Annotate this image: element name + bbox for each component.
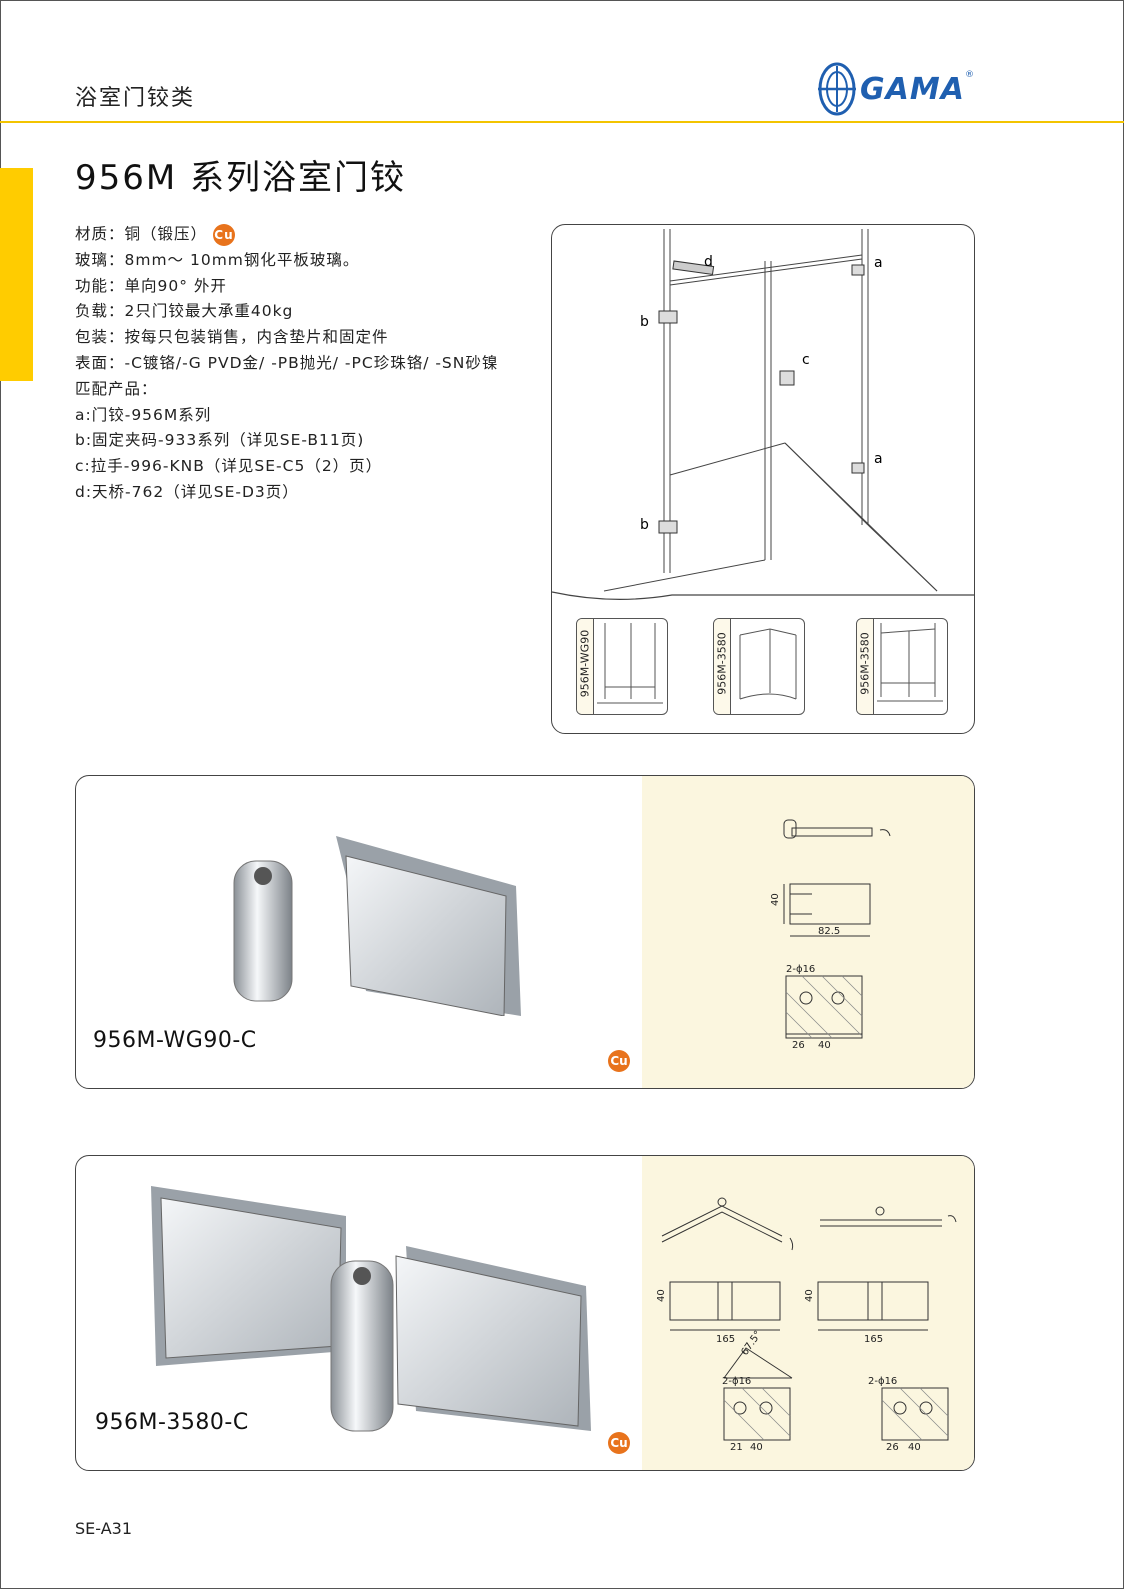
label-a1: a: [874, 255, 883, 271]
spec-match-a: a:门铰-956M系列: [75, 405, 212, 424]
svg-text:2-ϕ16: 2-ϕ16: [868, 1376, 897, 1387]
registered-mark: ®: [965, 70, 974, 80]
svg-text:2-ϕ16: 2-ϕ16: [722, 1376, 751, 1387]
brand-name: GAMA: [860, 72, 965, 107]
model-name-wg90: 956M-WG90-C: [93, 1028, 257, 1053]
svg-text:40: 40: [908, 1442, 921, 1453]
svg-text:40: 40: [656, 1289, 667, 1302]
spec-match-c: c:拉手-996-KNB（详见SE-C5（2）页）: [75, 457, 383, 476]
spec-function: 功能：单向90° 外开: [75, 276, 227, 295]
label-c: c: [802, 352, 810, 368]
hinge-wg90-image: [233, 836, 521, 1016]
header-rule: [0, 121, 1124, 123]
spec-load: 负载：2只门铰最大承重40kg: [75, 302, 294, 321]
spec-match-b: b:固定夹码-933系列（详见SE-B11页): [75, 431, 365, 450]
spec-glass: 玻璃：8mm～ 10mm钢化平板玻璃。: [75, 250, 360, 269]
svg-text:40: 40: [804, 1289, 815, 1302]
svg-text:40: 40: [750, 1442, 763, 1453]
svg-text:26: 26: [792, 1040, 805, 1051]
cu-badge-3580: Cu: [608, 1432, 630, 1454]
dimension-drawing-wg90: 40 82.5 2-ϕ16 26 40: [770, 819, 891, 1051]
svg-text:165: 165: [864, 1334, 883, 1345]
label-d: d: [704, 254, 713, 270]
page-title: 956M 系列浴室门铰: [75, 158, 407, 198]
svg-text:21: 21: [730, 1442, 743, 1453]
label-b1: b: [640, 314, 649, 330]
spec-list: 材质：铜（锻压） Cu 玻璃：8mm～ 10mm钢化平板玻璃。 功能：单向90°…: [75, 222, 498, 506]
svg-text:67.5°: 67.5°: [739, 1329, 764, 1358]
spec-packing: 包装：按每只包装销售，内含垫片和固定件: [75, 328, 389, 347]
svg-text:40: 40: [818, 1040, 831, 1051]
shower-scene-drawing: d a a b b c: [552, 229, 974, 600]
spec-matching-title: 匹配产品：: [75, 379, 158, 398]
product-panel-3580: 956M-3580-C Cu 40 165 40 165 67.5° 2-ϕ16…: [75, 1155, 975, 1471]
page-code: SE-A31: [75, 1519, 132, 1538]
spec-material: 材质：铜（锻压） Cu: [75, 222, 498, 248]
category-title: 浴室门铰类: [75, 86, 196, 111]
gama-logo: [818, 62, 856, 116]
product-panel-wg90: 956M-WG90-C Cu 40 82.5 2-ϕ16 26 40: [75, 775, 975, 1089]
label-b2: b: [640, 517, 649, 533]
side-tab: [0, 168, 33, 381]
svg-text:82.5: 82.5: [818, 926, 840, 937]
cu-badge: Cu: [212, 223, 235, 246]
dimension-drawing-3580: 40 165 40 165 67.5° 2-ϕ16 21 40 2-ϕ16 26…: [656, 1197, 957, 1453]
svg-text:2-ϕ16: 2-ϕ16: [786, 964, 815, 975]
cu-badge-wg90: Cu: [608, 1050, 630, 1072]
hinge-3580-image: [151, 1186, 591, 1432]
label-a2: a: [874, 451, 883, 467]
svg-text:40: 40: [770, 893, 781, 906]
svg-text:165: 165: [716, 1334, 735, 1345]
spec-finish: 表面：-C镀铬/-G PVD金/ -PB抛光/ -PC珍珠铬/ -SN砂镍: [75, 353, 499, 372]
thumbnail-wg90: 956M-WG90: [576, 618, 668, 715]
thumbnail-3580-b: 956M-3580: [856, 618, 948, 715]
model-name-3580: 956M-3580-C: [95, 1410, 249, 1435]
spec-match-d: d:天桥-762（详见SE-D3页）: [75, 482, 299, 501]
thumbnail-3580-a: 956M-3580: [713, 618, 805, 715]
svg-text:26: 26: [886, 1442, 899, 1453]
